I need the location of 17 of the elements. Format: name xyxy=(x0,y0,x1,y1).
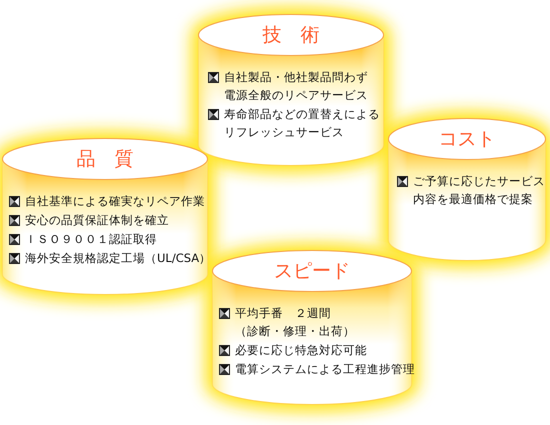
heading: スピード xyxy=(274,262,350,280)
heading: 品 質 xyxy=(76,150,134,168)
list-item-text: 海外安全規格認定工場（UL/CSA） xyxy=(25,250,212,267)
heading: 技 術 xyxy=(262,26,320,44)
list-item-text: 自社基準による確実なリペア作業 xyxy=(25,193,205,210)
cylinder xyxy=(388,118,546,261)
list-item-text: ご予算に応じたサービス内容を最適価格で提案 xyxy=(413,173,545,208)
list-item-text: 安心の品質保証体制を確立 xyxy=(25,212,169,229)
cylinder xyxy=(2,138,208,295)
cylinder xyxy=(198,14,384,166)
list-item-text: 電算システムによる工程進捗管理 xyxy=(235,361,415,378)
list-item-text: 平均手番 ２週間（診断・修理・出荷） xyxy=(235,305,355,340)
list-item-text: 寿命部品などの置替えによるリフレッシュサービス xyxy=(224,106,380,141)
list-item-text: ＩＳＯ９００１認証取得 xyxy=(25,231,157,248)
heading: コスト xyxy=(438,130,496,148)
list-item-text: 必要に応じ特急対応可能 xyxy=(235,342,367,359)
list-item-text: 自社製品・他社製品問わず電源全般のリペアサービス xyxy=(224,69,368,104)
